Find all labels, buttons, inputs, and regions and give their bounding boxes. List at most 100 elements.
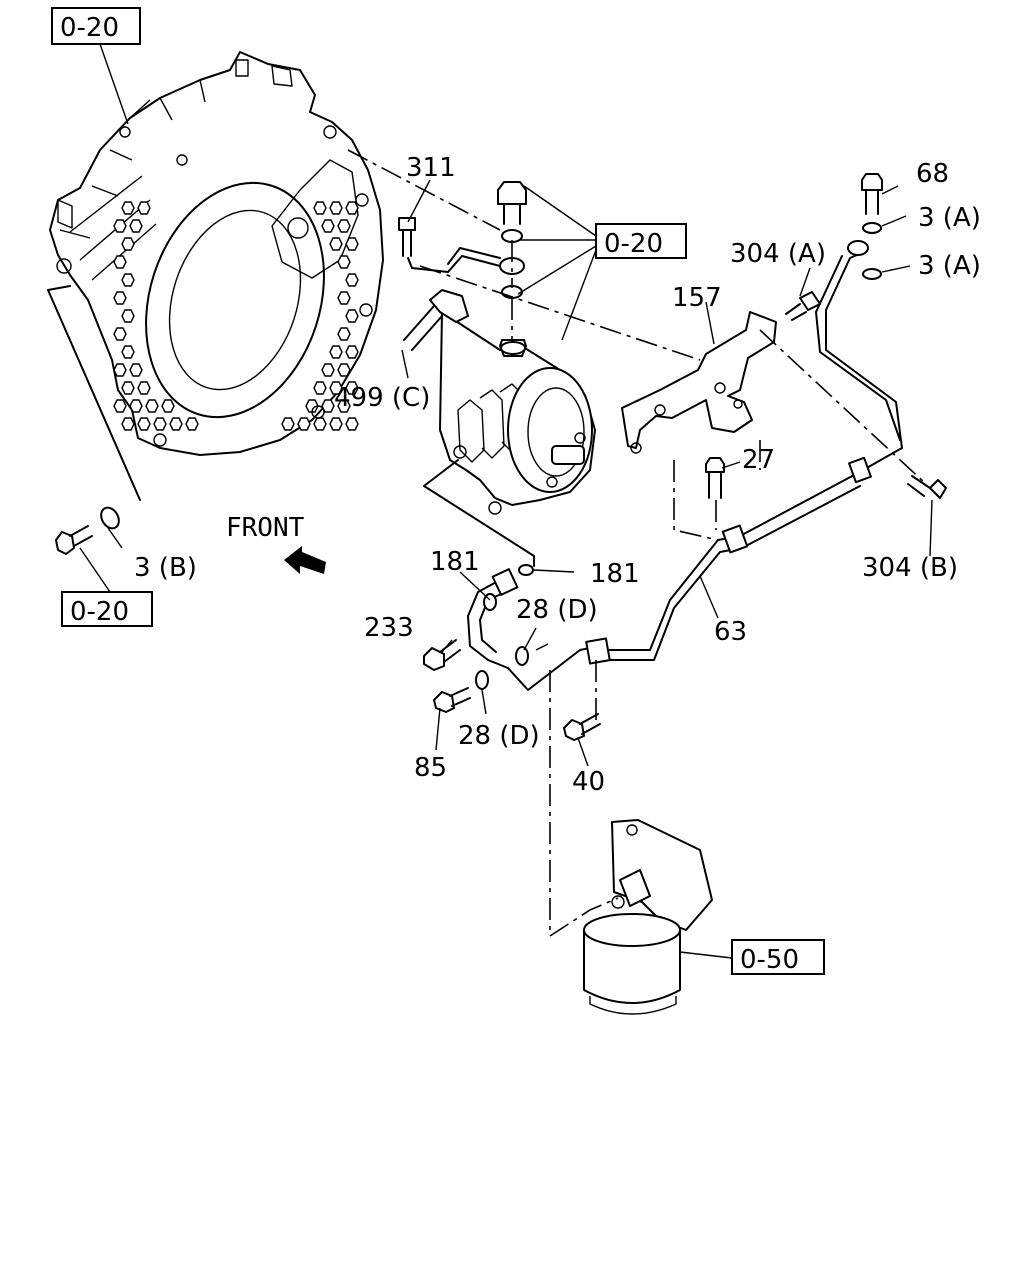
callout-157: 157 <box>672 283 722 313</box>
callout-40: 40 <box>572 767 605 797</box>
housing-rib-cell <box>113 291 127 305</box>
bracket-157 <box>621 311 777 454</box>
housing-rib-cell <box>329 417 343 431</box>
callout-85: 85 <box>414 753 447 783</box>
vacuum-hose <box>403 247 525 351</box>
housing-rib-cell <box>345 309 359 323</box>
callout-304b: 304 (B) <box>862 553 958 583</box>
ref-box-bottom-left[interactable]: 0-20 <box>61 591 153 627</box>
housing-rib-cell <box>113 255 127 269</box>
bolt-3b <box>55 506 120 555</box>
housing-rib-cell <box>161 399 175 413</box>
ref-box-label: 0-50 <box>740 945 799 975</box>
housing-rib-cell <box>321 399 335 413</box>
flywheel-housing <box>49 51 384 456</box>
housing-rib-cell <box>113 327 127 341</box>
oil-pipe-63 <box>599 240 903 661</box>
housing-rib-cell <box>121 309 135 323</box>
housing-rib-cell <box>329 345 343 359</box>
housing-rib-cell <box>121 273 135 287</box>
housing-ribs <box>113 201 359 431</box>
housing-rib-cell <box>345 381 359 395</box>
oil-pipe-233 <box>467 568 611 691</box>
washers-3a <box>862 222 882 280</box>
housing-rib-cell <box>329 201 343 215</box>
bolt-304a <box>785 291 821 321</box>
oil-filter <box>583 819 713 1015</box>
housing-rib-cell <box>153 417 167 431</box>
callout-3a-upper: 3 (A) <box>918 203 981 233</box>
housing-rib-cell <box>121 345 135 359</box>
callout-311: 311 <box>406 153 456 183</box>
housing-rib-cell <box>337 219 351 233</box>
leader-lines <box>79 43 933 959</box>
callout-3a-lower: 3 (A) <box>918 251 981 281</box>
housing-rib-cell <box>345 237 359 251</box>
housing-rib-cell <box>121 237 135 251</box>
callout-28d-upper: 28 (D) <box>516 595 598 625</box>
bolt-311 <box>398 217 416 257</box>
housing-rib-cell <box>337 255 351 269</box>
bolt-40 <box>563 713 601 741</box>
bolt-233 <box>423 639 461 671</box>
callout-3b: 3 (B) <box>134 553 197 583</box>
callout-181-left: 181 <box>430 547 480 577</box>
housing-rib-cell <box>129 363 143 377</box>
housing-rib-cell <box>113 363 127 377</box>
housing-rib-cell <box>185 417 199 431</box>
housing-rib-cell <box>345 417 359 431</box>
housing-rib-cell <box>121 201 135 215</box>
housing-rib-cell <box>345 273 359 287</box>
bolt-304b <box>907 475 947 499</box>
vacuum-pump <box>439 311 596 515</box>
housing-rib-cell <box>313 417 327 431</box>
callout-27: 27 <box>742 445 775 475</box>
callout-63: 63 <box>714 617 747 647</box>
housing-rib-cell <box>329 381 343 395</box>
housing-rib-cell <box>145 399 159 413</box>
housing-rib-cell <box>329 237 343 251</box>
housing-rib-cell <box>337 291 351 305</box>
bolt-85 <box>433 687 471 713</box>
front-label: FRONT <box>226 513 305 543</box>
housing-rib-cell <box>169 417 183 431</box>
callout-233: 233 <box>364 613 414 643</box>
housing-rib-cell <box>137 417 151 431</box>
housing-rib-cell <box>137 381 151 395</box>
assembly-lines <box>47 149 927 938</box>
housing-rib-cell <box>121 381 135 395</box>
housing-rib-cell <box>281 417 295 431</box>
ref-box-top-left[interactable]: 0-20 <box>51 7 141 45</box>
housing-rib-cell <box>321 219 335 233</box>
ref-box-label: 0-20 <box>60 13 119 43</box>
housing-rib-cell <box>337 363 351 377</box>
ref-box-label: 0-20 <box>604 229 663 259</box>
callout-labels: 311 68 3 (A) 3 (A) 304 (A) 157 499 (C) 2… <box>134 153 981 797</box>
housing-rib-cell <box>297 417 311 431</box>
housing-rib-cell <box>313 381 327 395</box>
housing-rib-cell <box>113 399 127 413</box>
housing-rib-cell <box>313 201 327 215</box>
callout-181-right: 181 <box>590 559 640 589</box>
housing-rib-cell <box>121 417 135 431</box>
housing-rib-cell <box>337 327 351 341</box>
ref-box-center[interactable]: 0-20 <box>595 223 687 259</box>
callout-28d-lower: 28 (D) <box>458 721 540 751</box>
housing-rib-cell <box>337 399 351 413</box>
bolt-68 <box>861 173 883 215</box>
housing-rib-cell <box>129 399 143 413</box>
callout-304a: 304 (A) <box>730 239 826 269</box>
housing-rib-cell <box>321 363 335 377</box>
housing-rib-cell <box>113 219 127 233</box>
housing-rib-cell <box>137 201 151 215</box>
callout-499c: 499 (C) <box>334 383 430 413</box>
callout-68: 68 <box>916 159 949 189</box>
housing-rib-cell <box>129 219 143 233</box>
housing-rib-cell <box>345 201 359 215</box>
ref-box-label: 0-20 <box>70 597 129 627</box>
banjo-bolt <box>497 181 527 225</box>
ref-box-filter[interactable]: 0-50 <box>731 939 825 975</box>
front-arrow-icon <box>284 546 326 574</box>
housing-rib-cell <box>345 345 359 359</box>
